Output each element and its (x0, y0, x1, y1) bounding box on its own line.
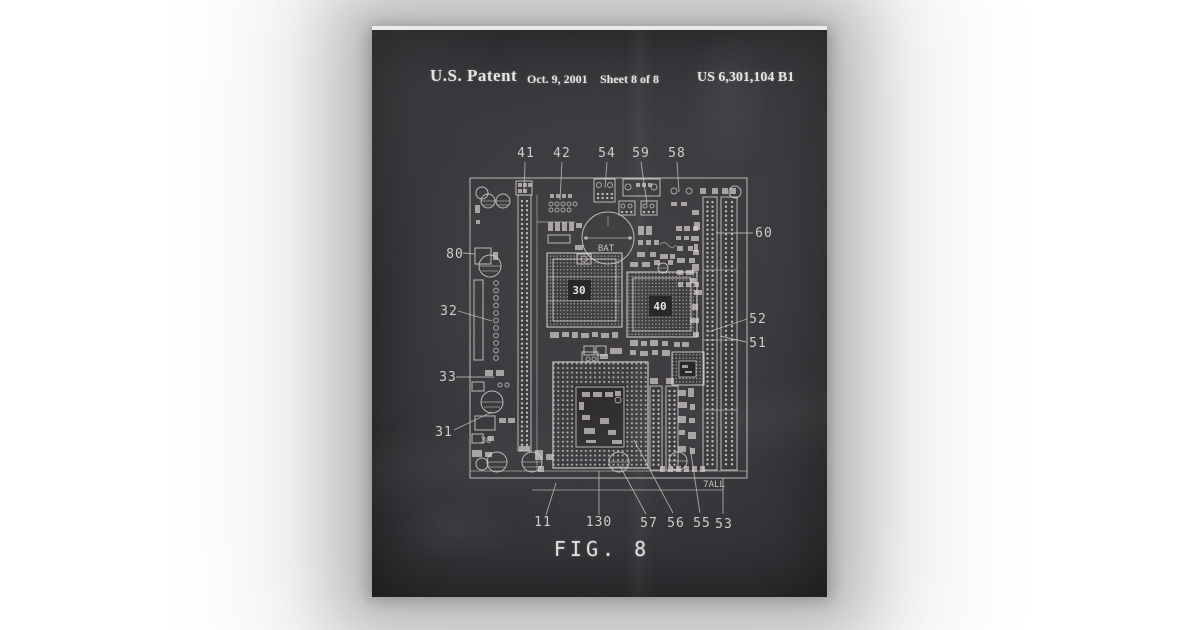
pga-chip-130 (552, 351, 649, 469)
cpu-socket-40: 40 (626, 271, 698, 338)
circuit-board-figure: BAT (435, 146, 773, 532)
left-connector-strip (515, 180, 533, 452)
callout-56: 56 (667, 516, 685, 531)
board-outline (469, 177, 748, 491)
patent-date: Oct. 9, 2001 (527, 72, 588, 86)
callout-leader-lines (453, 161, 753, 516)
callout-59: 59 (632, 146, 650, 161)
callout-80: 80 (446, 247, 464, 262)
callout-33: 33 (439, 370, 457, 385)
board-corner-label: 30 (481, 436, 492, 446)
callout-31: 31 (435, 425, 453, 440)
patent-poster: U.S. Patent Oct. 9, 2001 Sheet 8 of 8 US… (372, 26, 827, 597)
corner-note-label: 7ALL (703, 480, 725, 490)
callout-32: 32 (440, 304, 458, 319)
figure-label: FIG. 8 (553, 537, 651, 561)
callout-55: 55 (693, 516, 711, 531)
left-edge-components: 30 (471, 247, 543, 473)
callout-130: 130 (586, 515, 612, 530)
patent-sheet-number: Sheet 8 of 8 (600, 72, 659, 86)
callout-58: 58 (668, 146, 686, 161)
reference-numerals: 41 42 54 59 58 80 32 33 31 60 52 51 11 1… (435, 146, 773, 532)
callout-54: 54 (598, 146, 616, 161)
socket-30-label: 30 (572, 284, 585, 297)
passive-component-rows (550, 332, 689, 362)
right-connector-strips (690, 196, 738, 471)
callout-52: 52 (749, 312, 767, 327)
callout-51: 51 (749, 336, 767, 351)
bga-chip-small (671, 351, 705, 386)
cpu-socket-30: 30 (546, 252, 623, 328)
callout-42: 42 (553, 146, 571, 161)
callout-11: 11 (534, 515, 552, 530)
socket-40-label: 40 (653, 300, 666, 313)
patent-number: US 6,301,104 B1 (697, 70, 795, 85)
patent-title: U.S. Patent (430, 66, 518, 85)
callout-53: 53 (715, 517, 733, 532)
battery-label: BAT (598, 244, 615, 254)
callout-60: 60 (755, 226, 773, 241)
top-components (475, 178, 736, 224)
callout-57: 57 (640, 516, 658, 531)
callout-41: 41 (517, 146, 535, 161)
